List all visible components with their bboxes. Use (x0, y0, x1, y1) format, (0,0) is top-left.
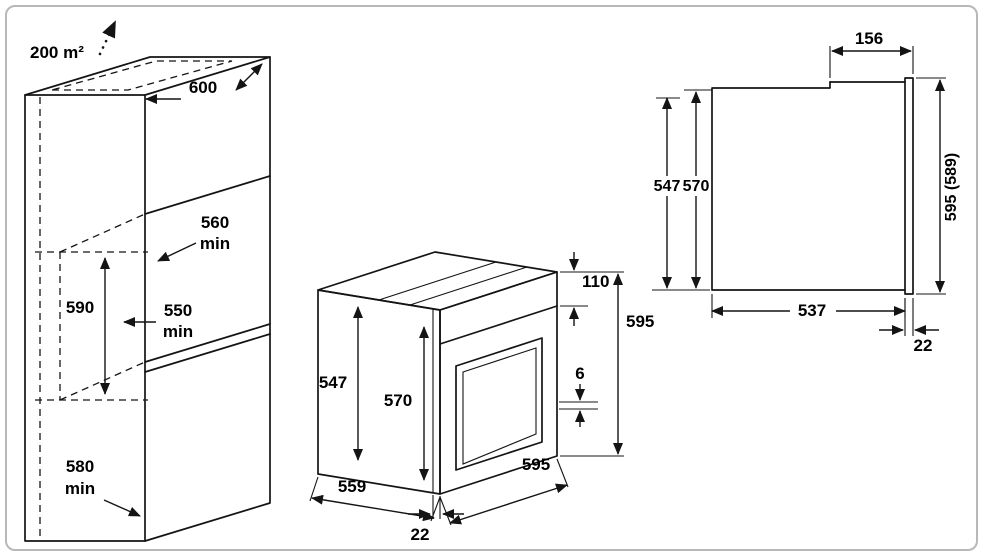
sideview-total-height-label: 595 (589) (943, 153, 960, 222)
oven-body-height-label: 547 (319, 373, 347, 392)
oven-door-height-label: 570 (384, 391, 412, 410)
diagram-border (5, 5, 978, 551)
sideview-body-depth-label: 537 (798, 301, 826, 320)
oven-door-thickness-label: 22 (411, 525, 430, 544)
sideview-body-height-label: 547 (654, 178, 681, 195)
bottom-gap-label: 6 (575, 364, 584, 383)
sideview-top-depth-label: 156 (855, 29, 883, 48)
vent-area-label: 200 m² (30, 43, 84, 62)
unit-depth-label: 580 (66, 457, 94, 476)
oven-depth-label: 559 (338, 477, 366, 496)
cabinet-top-depth-label: 600 (189, 78, 217, 97)
unit-depth-min-label: min (65, 479, 95, 498)
panel-height-label: 110 (582, 272, 609, 291)
oven-side-view: 156 547 570 595 (589) 537 (652, 29, 960, 355)
niche-width-min-label: min (200, 234, 230, 253)
sideview-door-height-label: 570 (683, 178, 710, 195)
oven-total-height-label: 595 (626, 312, 654, 331)
niche-depth-label: 550 (164, 301, 192, 320)
cabinet-view: 200 m² 600 560 min 550 min 590 580 min (24, 20, 271, 542)
niche-height-label: 590 (66, 298, 94, 317)
niche-width-label: 560 (201, 213, 229, 232)
niche-depth-min-label: min (163, 322, 193, 341)
ventilation-arrow (98, 20, 117, 56)
oven-isometric-view: 110 595 6 547 570 595 (309, 251, 654, 544)
oven-width-label: 595 (522, 455, 550, 474)
sideview-door-thickness-label: 22 (914, 336, 933, 355)
